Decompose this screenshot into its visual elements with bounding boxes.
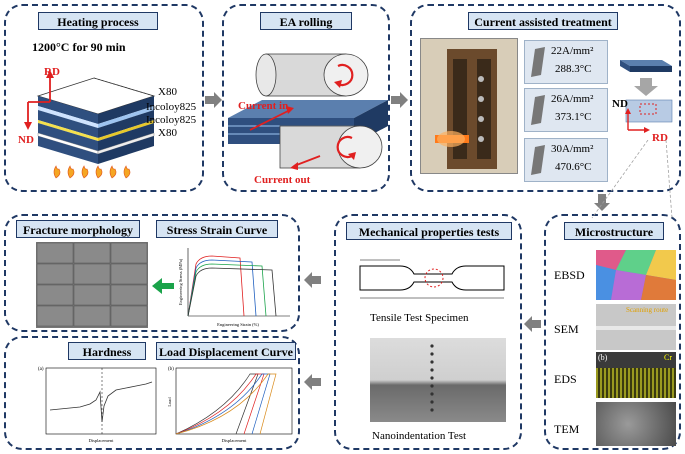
microstructure-panel: Microstructure EBSD SEM Scanning route E… xyxy=(544,214,681,450)
flow-arrow-5 xyxy=(304,272,321,288)
eds-label: EDS xyxy=(554,372,577,386)
nanoindentation-image xyxy=(370,338,506,422)
sample-section-diagram xyxy=(620,60,673,133)
flow-arrow-4 xyxy=(524,316,541,332)
eds-tag: (b) xyxy=(598,353,608,362)
rolling-diagram xyxy=(228,53,388,170)
cat-apparatus-photo xyxy=(420,38,518,174)
cat-nd-label: ND xyxy=(612,98,628,110)
cat-condition-2: 26A/mm² 373.1°C xyxy=(524,88,608,132)
cat-condition-1: 22A/mm² 288.3°C xyxy=(524,40,608,84)
eds-element: Cr xyxy=(664,353,672,362)
layer-label-x80-bottom: X80 xyxy=(158,127,177,139)
mechanical-panel: Mechanical properties tests Tensile Test… xyxy=(334,214,522,450)
fracture-panel: Fracture morphology Stress Strain Curve … xyxy=(4,214,300,332)
sem-scanning-note: Scanning route xyxy=(626,306,669,314)
tem-label: TEM xyxy=(554,422,580,436)
ss-xlabel: Engineering Strain (%) xyxy=(217,322,259,327)
cat-temp-1: 288.3°C xyxy=(555,63,592,75)
cat-panel: Current assisted treatment 22A/mm² 288.3… xyxy=(410,4,681,192)
layer-label-incoloy-top: Incoloy825 xyxy=(146,101,197,113)
layer-label-x80-top: X80 xyxy=(158,86,177,98)
flow-arrow-2 xyxy=(391,92,408,108)
fracture-sem-grid xyxy=(36,242,148,328)
nanoindentation-caption: Nanoindentation Test xyxy=(372,430,467,442)
tensile-specimen-drawing xyxy=(359,259,505,299)
cat-density-3: 30A/mm² xyxy=(551,143,594,155)
current-out-label: Current out xyxy=(254,174,311,186)
ld-ylabel: Load xyxy=(167,397,172,407)
ebsd-label: EBSD xyxy=(554,268,585,282)
eds-image: (b) Cr xyxy=(596,352,676,398)
cat-density-2: 26A/mm² xyxy=(551,93,594,105)
sem-image: Scanning route xyxy=(596,304,676,350)
layer-stack-diagram xyxy=(24,70,156,179)
stress-strain-title: Stress Strain Curve xyxy=(156,220,278,238)
green-arrow xyxy=(152,278,174,294)
nd-axis-label: ND xyxy=(18,134,34,146)
hardness-chart: (a) Displacement xyxy=(38,367,157,443)
cat-temp-3: 470.6°C xyxy=(555,161,592,173)
rolling-panel: EA rolling Current in Current out xyxy=(222,4,390,192)
callout-lines xyxy=(591,140,673,219)
ld-xlabel: Displacement xyxy=(222,438,247,443)
fracture-title: Fracture morphology xyxy=(16,220,140,238)
heating-condition: 1200°C for 90 min xyxy=(32,40,126,54)
rd-axis-label: RD xyxy=(44,66,60,78)
layer-label-incoloy-bottom: Incoloy825 xyxy=(146,114,197,126)
cat-density-1: 22A/mm² xyxy=(551,45,594,57)
cat-title: Current assisted treatment xyxy=(468,12,618,30)
hardness-panel: Hardness Load Displacement Curve (a) Dis… xyxy=(4,336,300,450)
hardness-tag: (a) xyxy=(38,367,44,372)
cat-rd-label: RD xyxy=(652,132,668,144)
ebsd-image xyxy=(596,250,676,300)
cat-temp-2: 373.1°C xyxy=(555,111,592,123)
load-displacement-title: Load Displacement Curve xyxy=(156,342,296,360)
microstructure-title: Microstructure xyxy=(564,222,664,240)
hardness-xlabel: Displacement xyxy=(89,438,114,443)
sem-label: SEM xyxy=(554,322,579,336)
mechanical-title: Mechanical properties tests xyxy=(346,222,512,240)
load-displacement-chart: (b) Displacement Load xyxy=(167,367,293,443)
flow-arrow-1 xyxy=(205,92,222,108)
ss-ylabel: Engineering Stress (MPa) xyxy=(178,258,183,305)
heating-title: Heating process xyxy=(38,12,158,30)
flow-arrow-6 xyxy=(304,374,321,390)
current-in-label: Current in xyxy=(238,100,289,112)
stress-strain-chart: Engineering Strain (%) Engineering Stres… xyxy=(178,248,290,327)
tensile-caption: Tensile Test Specimen xyxy=(370,312,469,324)
tem-image xyxy=(596,402,676,446)
ld-tag: (b) xyxy=(168,367,174,372)
cat-condition-3: 30A/mm² 470.6°C xyxy=(524,138,608,182)
heating-panel: Heating process 1200°C for 90 min xyxy=(4,4,204,192)
rolling-title: EA rolling xyxy=(260,12,352,30)
hardness-title: Hardness xyxy=(68,342,146,360)
